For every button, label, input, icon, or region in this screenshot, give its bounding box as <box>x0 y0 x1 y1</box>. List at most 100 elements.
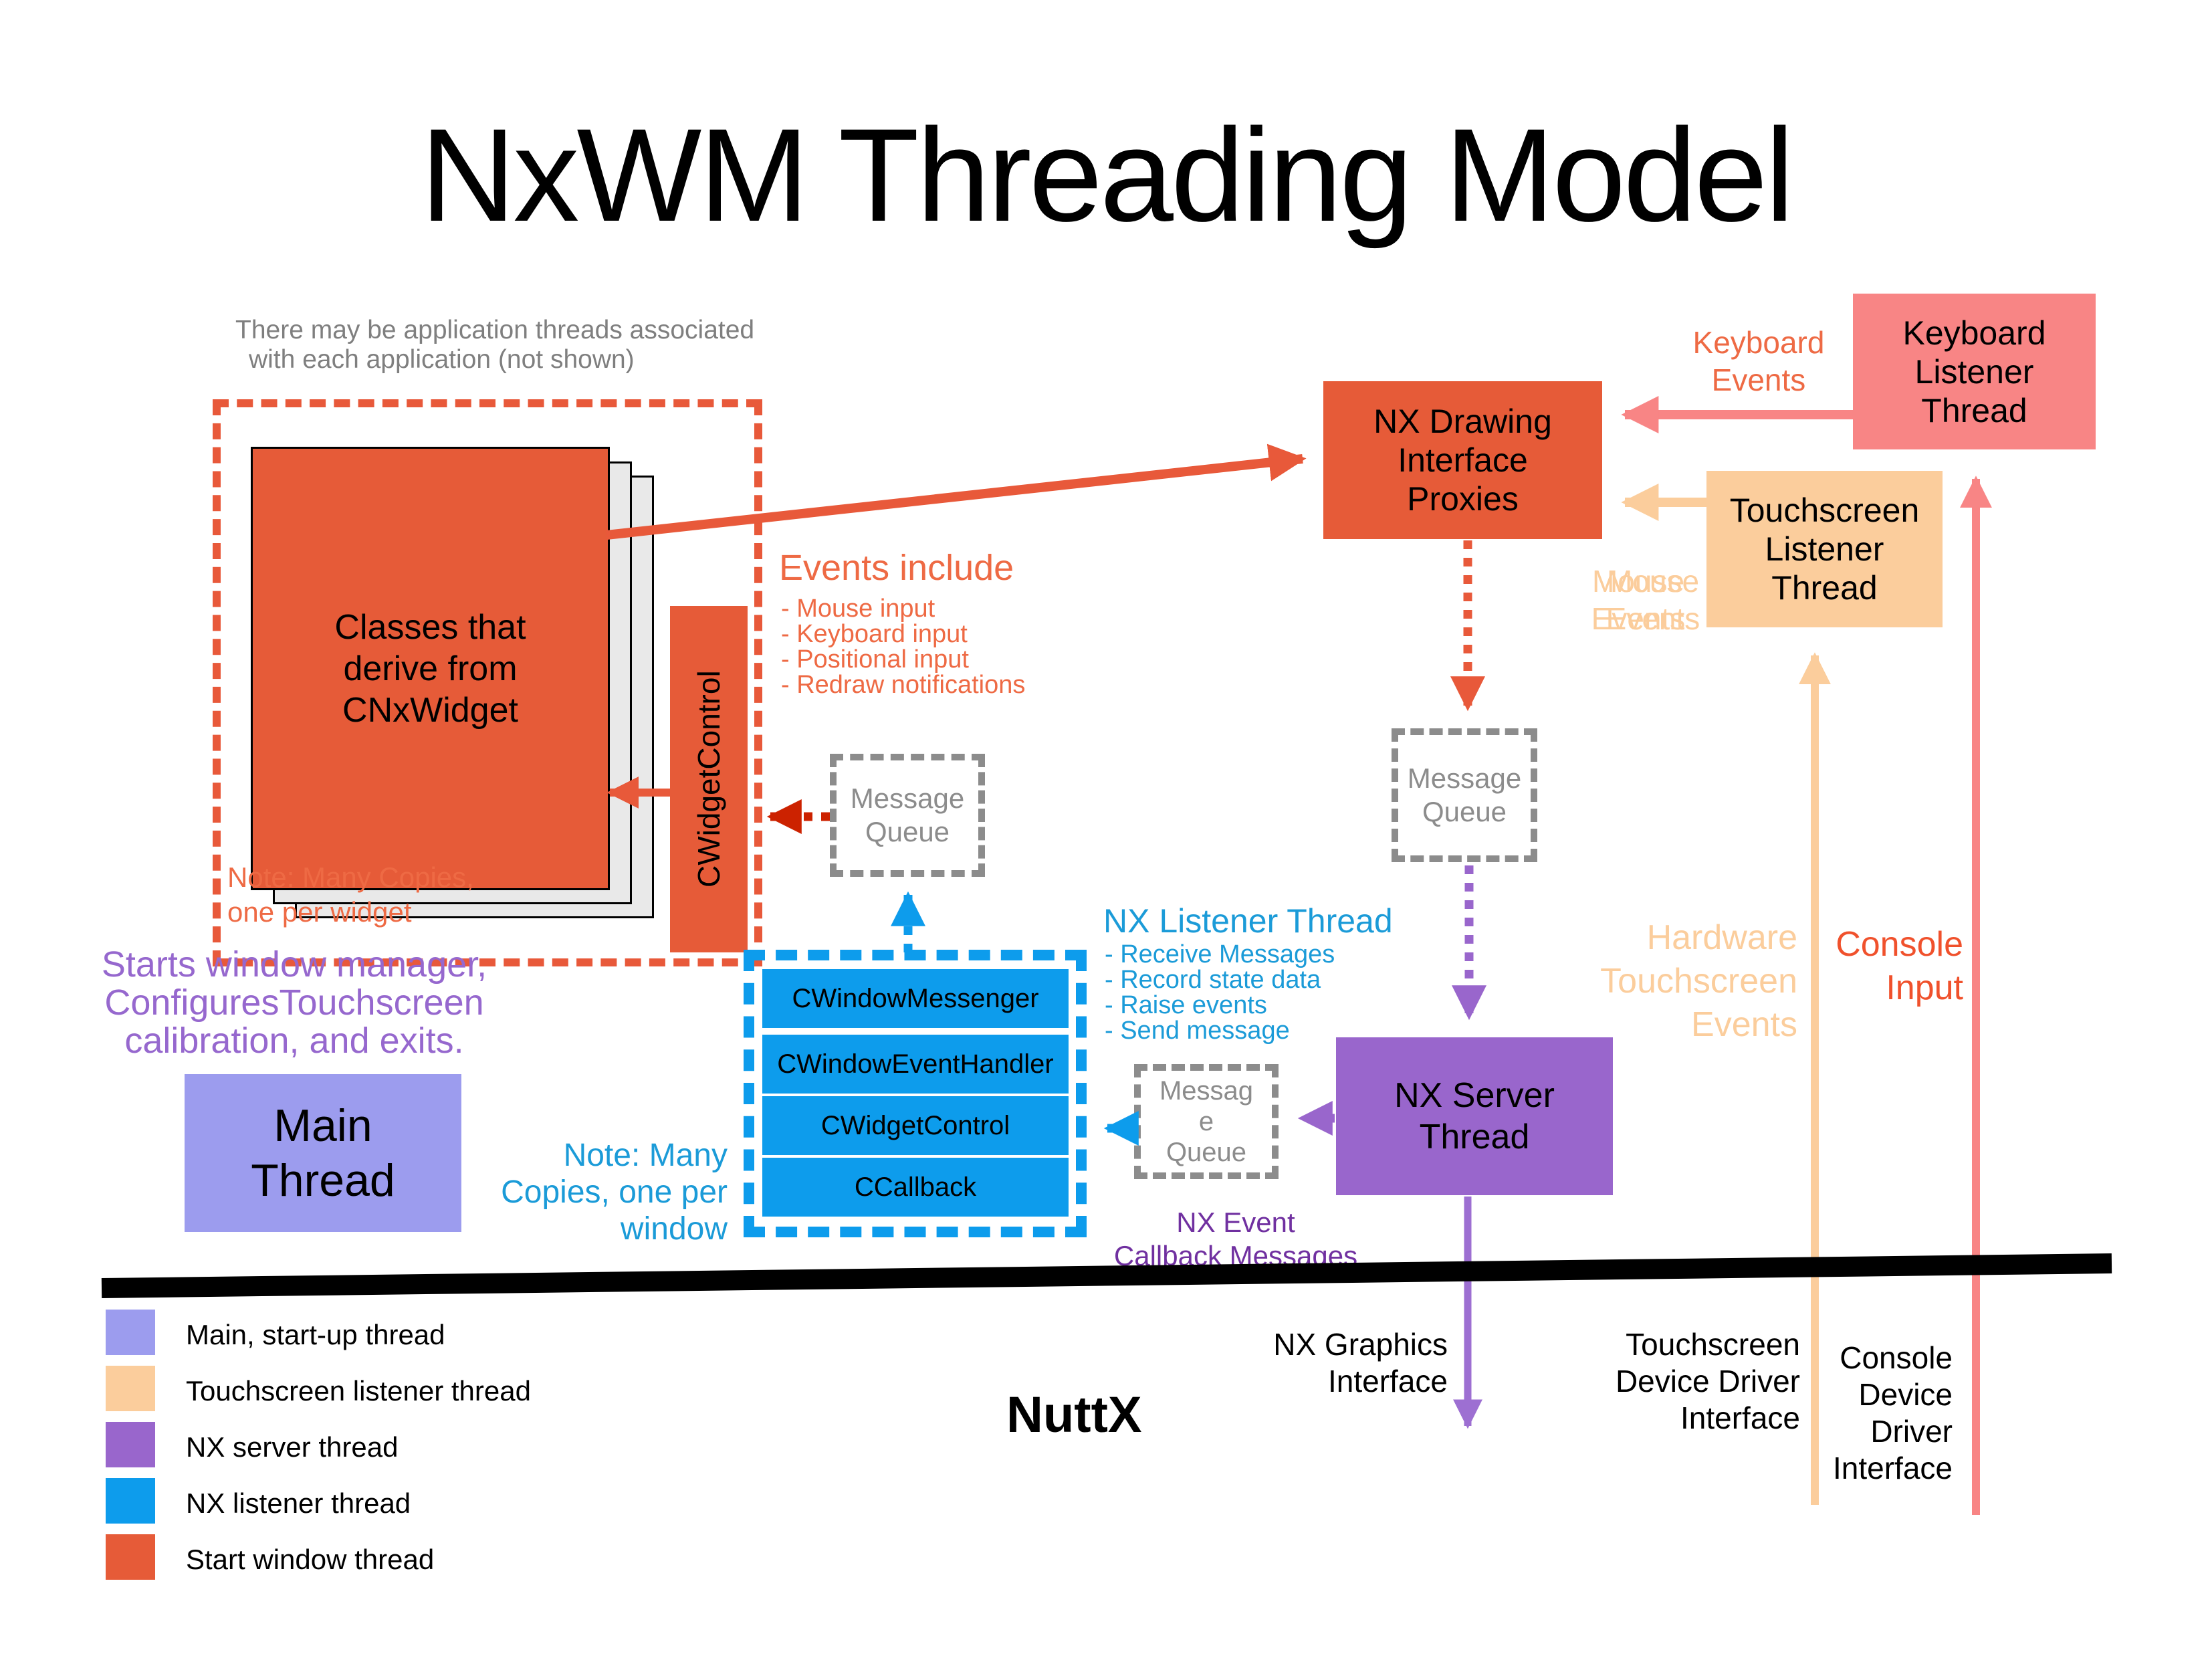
starts-wm-line1: Starts window manager, <box>101 944 487 985</box>
mouse-events-ghost-line2: Events <box>1606 601 1700 636</box>
event-mq-line1: Messag <box>1159 1076 1254 1106</box>
classes-box-line3: CNxWidget <box>342 690 518 730</box>
classes-cnxwidget-box: Classes that derive from CNxWidget <box>251 447 610 890</box>
main-thread-line1: Main <box>273 1100 372 1151</box>
main-thread-line2: Thread <box>251 1155 395 1206</box>
events-include-item2: - Keyboard input <box>781 620 968 648</box>
hardware-ts-line1: Hardware <box>1646 918 1797 957</box>
nx-drawing-line3: Proxies <box>1407 480 1519 518</box>
nx-server-line1: NX Server <box>1394 1076 1555 1115</box>
nx-listener-item2: - Record state data <box>1105 966 1321 994</box>
widget-mq-line2: Queue <box>865 816 950 847</box>
event-mq-line3: Queue <box>1166 1138 1247 1167</box>
cwindoweventhandler-box: CWindowEventHandler <box>762 1035 1069 1094</box>
starts-wm-line2: ConfiguresTouchscreen <box>104 982 484 1023</box>
mouse-events-line1: Mouse <box>1591 564 1685 599</box>
console-ddi-line3: Driver <box>1870 1414 1953 1449</box>
mouse-events-label: Mouse Events <box>1558 562 1719 637</box>
legend-label-listener: NX listener thread <box>186 1487 411 1519</box>
legend-label-main: Main, start-up thread <box>186 1319 445 1350</box>
nx-graphics-line1: NX Graphics <box>1273 1327 1448 1362</box>
legend-label-startwindow: Start window thread <box>186 1544 435 1575</box>
console-ddi-label: Console Device Driver Interface <box>1819 1340 1953 1487</box>
nx-graphics-interface-label: NX Graphics Interface <box>1180 1326 1448 1400</box>
console-input-line1: Console <box>1836 925 1963 964</box>
widget-message-queue: Message Queue <box>830 754 985 877</box>
keyboard-listener-box: Keyboard Listener Thread <box>1853 294 2096 449</box>
nuttx-boundary-line <box>101 1253 2112 1298</box>
console-ddi-line2: Device <box>1858 1377 1953 1412</box>
mouse-events-line2: Events <box>1591 601 1686 636</box>
nx-listener-item3: - Raise events <box>1105 991 1267 1019</box>
nx-listener-item1: - Receive Messages <box>1105 940 1335 968</box>
ts-ddi-line1: Touchscreen <box>1626 1327 1800 1362</box>
legend-label-touchscreen: Touchscreen listener thread <box>186 1375 531 1407</box>
many-copies-window-line3: window <box>620 1211 728 1247</box>
many-copies-widget-note-line1: Note: Many Copies, <box>227 861 474 893</box>
legend-label-server: NX server thread <box>186 1431 399 1463</box>
many-copies-window-note: Note: Many Copies, one per window <box>460 1137 728 1247</box>
nx-listener-heading: NX Listener Thread <box>1103 902 1393 940</box>
classes-box-line2: derive from <box>343 649 518 688</box>
many-copies-window-line1: Note: Many <box>563 1138 728 1173</box>
application-threads-container <box>213 399 762 966</box>
console-input-line2: Input <box>1886 968 1963 1007</box>
arrow-classes-to-nxdrawing <box>606 443 1307 540</box>
ts-ddi-line2: Device Driver <box>1615 1364 1800 1398</box>
touchscreen-listener-box: Touchscreen Listener Thread <box>1706 471 1943 627</box>
cwindowmessenger-box: CWindowMessenger <box>762 969 1069 1028</box>
many-copies-widget-note-line2: one per widget <box>227 896 412 928</box>
nx-drawing-proxies-box: NX Drawing Interface Proxies <box>1323 381 1602 539</box>
console-ddi-line4: Interface <box>1833 1451 1953 1485</box>
server-message-queue: Message Queue <box>1392 728 1537 862</box>
nx-listener-container <box>744 950 1087 1237</box>
legend-swatch-main <box>106 1310 155 1355</box>
hardware-ts-line3: Events <box>1691 1005 1797 1044</box>
nuttx-label: NuttX <box>1006 1386 1142 1443</box>
legend-swatch-startwindow <box>106 1534 155 1580</box>
nx-listener-item4: - Send message <box>1105 1017 1290 1045</box>
legend-swatch-server <box>106 1422 155 1467</box>
ts-ddi-line3: Interface <box>1680 1401 1800 1435</box>
console-ddi-line1: Console <box>1840 1340 1953 1375</box>
console-input-label: Console Input <box>1832 923 1963 1010</box>
event-mq-line2: e <box>1198 1107 1214 1136</box>
app-threads-note-line1: There may be application threads associa… <box>235 316 755 344</box>
hardware-touchscreen-events-label: Hardware Touchscreen Events <box>1530 916 1797 1047</box>
starts-wm-note: Starts window manager, ConfiguresTouchsc… <box>74 946 515 1060</box>
widget-mq-line1: Message <box>850 783 965 814</box>
starts-wm-line3: calibration, and exits. <box>124 1021 464 1061</box>
nx-drawing-line1: NX Drawing <box>1373 403 1552 440</box>
touchscreen-ddi-label: Touchscreen Device Driver Interface <box>1533 1326 1800 1437</box>
touchscreen-box-line1: Touchscreen <box>1729 492 1920 529</box>
events-include-heading: Events include <box>779 548 1014 588</box>
nx-server-line2: Thread <box>1419 1118 1530 1156</box>
mouse-events-label-ghost: Mouse Events <box>1573 562 1733 637</box>
keyboard-box-line1: Keyboard <box>1902 314 2046 352</box>
keyboard-events-label-line2: Events <box>1711 362 1806 397</box>
server-mq-line2: Queue <box>1422 796 1507 827</box>
nx-server-box: NX Server Thread <box>1336 1037 1613 1195</box>
main-thread-box: Main Thread <box>185 1074 461 1232</box>
server-mq-line1: Message <box>1407 762 1522 794</box>
events-include-item3: - Positional input <box>781 645 969 673</box>
cwidgetcontrol-box: CWidgetControl <box>762 1096 1069 1155</box>
keyboard-box-line2: Listener <box>1914 352 2034 391</box>
legend-swatch-listener <box>106 1478 155 1524</box>
nx-event-cb-line1: NX Event <box>1176 1207 1295 1238</box>
touchscreen-box-line2: Listener <box>1765 530 1884 568</box>
app-threads-note-line2: with each application (not shown) <box>249 345 635 374</box>
keyboard-box-line3: Thread <box>1921 391 2027 429</box>
keyboard-events-label-line1: Keyboard <box>1692 325 1825 360</box>
many-copies-window-line2: Copies, one per <box>501 1174 728 1210</box>
events-include-item1: - Mouse input <box>781 595 935 623</box>
mouse-events-ghost-line1: Mouse <box>1606 564 1700 599</box>
nx-drawing-line2: Interface <box>1398 441 1528 479</box>
classes-box-line1: Classes that <box>334 607 526 647</box>
hardware-ts-line2: Touchscreen <box>1600 962 1797 1001</box>
events-include-item4: - Redraw notifications <box>781 671 1026 699</box>
ccallback-box: CCallback <box>762 1158 1069 1217</box>
legend-swatch-touchscreen <box>106 1366 155 1411</box>
